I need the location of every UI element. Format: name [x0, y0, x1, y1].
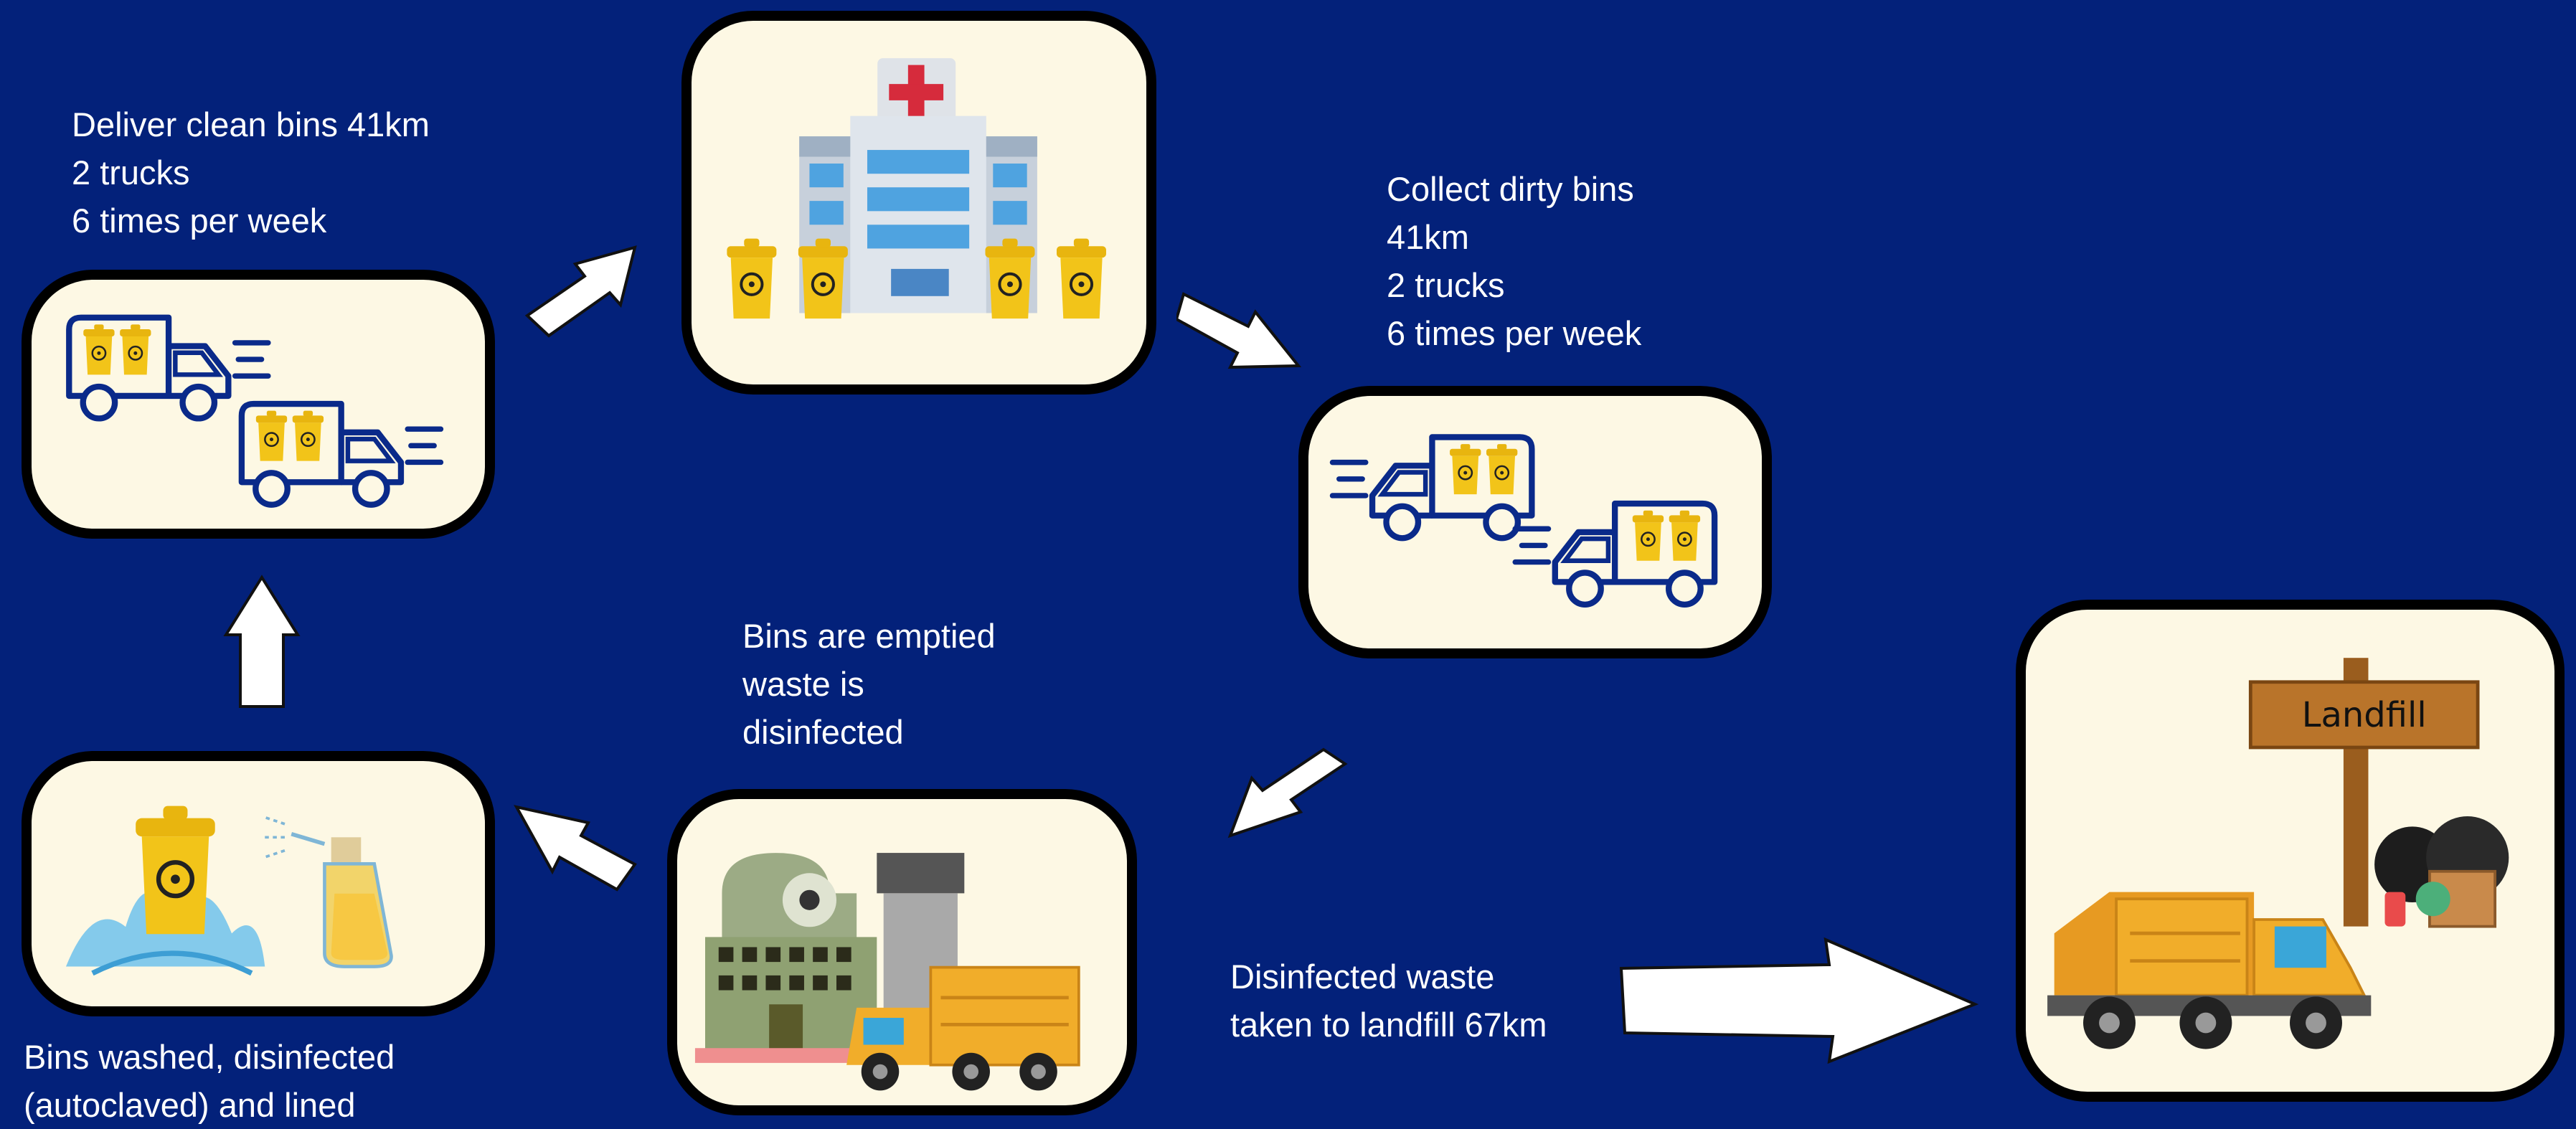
caption-line: disinfected	[742, 713, 904, 751]
arrow-to-delivery	[223, 575, 301, 708]
arrow-to-collection	[1176, 292, 1302, 369]
delivery-trucks-icon	[32, 280, 485, 529]
caption-line: 6 times per week	[1387, 314, 1642, 352]
caption-line: Deliver clean bins 41km	[72, 105, 430, 143]
caption-line: Bins are emptied	[742, 617, 996, 655]
collection-trucks-icon	[1308, 396, 1762, 648]
caption-line: 2 trucks	[72, 153, 190, 192]
washed-caption: Bins washed, disinfected (autoclaved) an…	[24, 1033, 395, 1129]
caption-line: 6 times per week	[72, 202, 327, 240]
caption-line: 2 trucks	[1387, 266, 1505, 304]
caption-line: taken to landfill 67km	[1230, 1006, 1547, 1044]
landfill-sign-text: Landfill	[2302, 695, 2427, 735]
bin-washing-icon	[65, 761, 393, 976]
hospital-card	[681, 11, 1156, 395]
arrow-to-landfill	[1619, 937, 1979, 1064]
hospital-with-biohazard-bins-icon	[725, 58, 1108, 321]
caption-line: Collect dirty bins	[1387, 170, 1634, 208]
collection-trucks-card	[1298, 386, 1772, 658]
arrow-to-treatment	[1227, 747, 1348, 839]
caption-line: (autoclaved) and lined	[24, 1086, 356, 1124]
emptied-caption: Bins are emptied waste is disinfected	[742, 612, 996, 756]
waste-treatment-plant-icon	[694, 853, 1080, 1091]
caption-line: 41km	[1387, 218, 1469, 256]
caption-line: Bins washed, disinfected	[24, 1038, 395, 1076]
bin-washing-card	[22, 751, 495, 1016]
collect-caption: Collect dirty bins 41km 2 trucks 6 times…	[1387, 165, 1641, 357]
delivery-trucks-card	[22, 270, 495, 539]
arrow-to-washing	[514, 805, 637, 892]
treatment-plant-card	[667, 789, 1137, 1115]
landfill-icon: Landfill	[2047, 658, 2509, 1049]
deliver-caption: Deliver clean bins 41km 2 trucks 6 times…	[72, 100, 430, 245]
landfill-card: Landfill	[2016, 600, 2565, 1102]
caption-line: Disinfected waste	[1230, 958, 1495, 996]
landfill-route-caption: Disinfected waste taken to landfill 67km	[1230, 953, 1547, 1049]
caption-line: waste is	[742, 665, 864, 703]
arrow-to-hospital	[524, 245, 637, 338]
